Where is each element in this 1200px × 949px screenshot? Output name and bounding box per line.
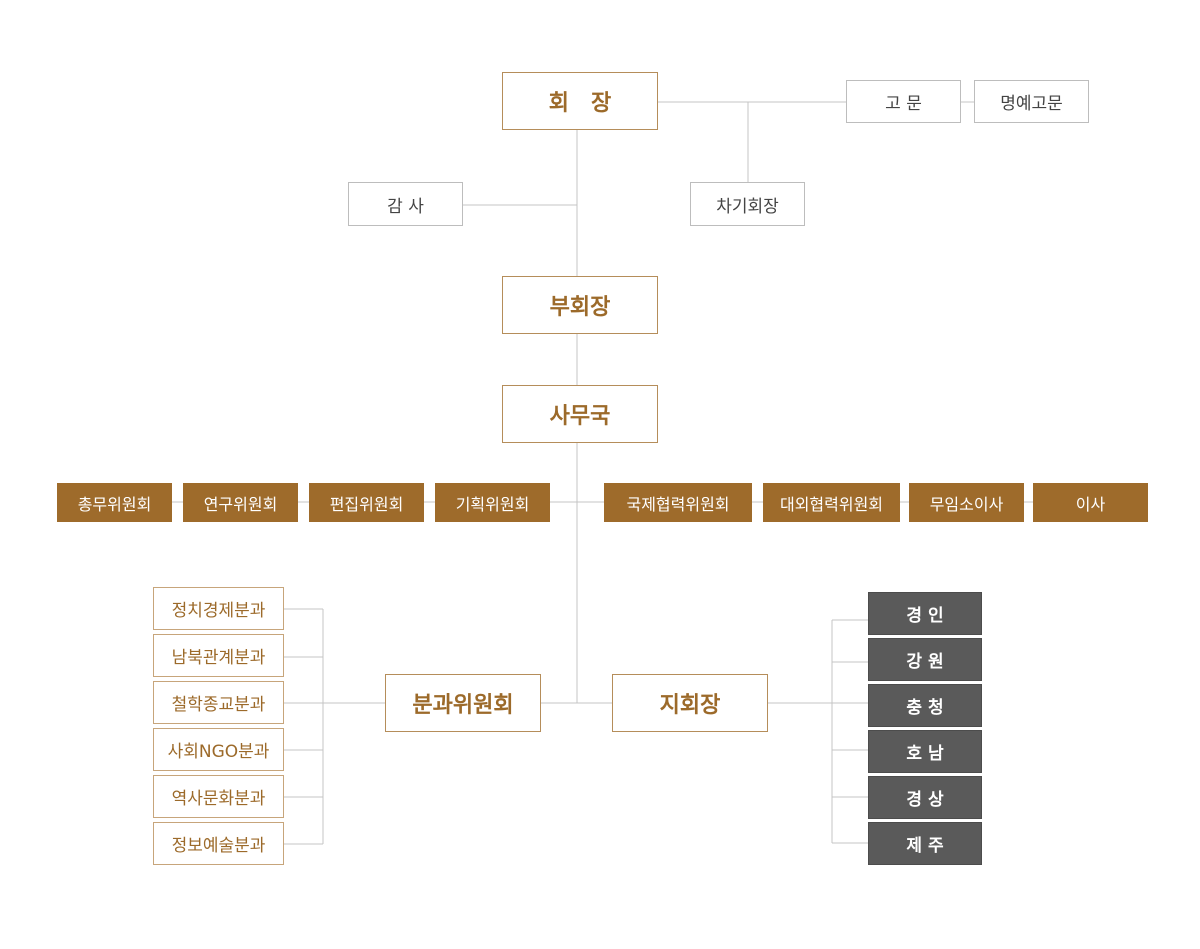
branch-gyeongin: 경 인 (868, 592, 982, 635)
vice-chairman-box: 부회장 (502, 276, 658, 334)
director-at-large: 무임소이사 (909, 483, 1024, 522)
division-inter-korean: 남북관계분과 (153, 634, 284, 677)
secretariat-box: 사무국 (502, 385, 658, 443)
committee-external-cooperation: 대외협력위원회 (763, 483, 900, 522)
branch-gyeongsang: 경 상 (868, 776, 982, 819)
division-politics-economics: 정치경제분과 (153, 587, 284, 630)
committee-editorial: 편집위원회 (309, 483, 424, 522)
division-committee-box: 분과위원회 (385, 674, 541, 732)
branch-honam: 호 남 (868, 730, 982, 773)
director: 이사 (1033, 483, 1148, 522)
committee-international-cooperation: 국제협력위원회 (604, 483, 752, 522)
advisor-box: 고 문 (846, 80, 961, 123)
auditor-box: 감 사 (348, 182, 463, 226)
division-society-ngo: 사회NGO분과 (153, 728, 284, 771)
next-chairman-box: 차기회장 (690, 182, 805, 226)
division-philosophy-religion: 철학종교분과 (153, 681, 284, 724)
branch-gangwon: 강 원 (868, 638, 982, 681)
chairman-box: 회 장 (502, 72, 658, 130)
branch-chungcheong: 충 청 (868, 684, 982, 727)
committee-general-affairs: 총무위원회 (57, 483, 172, 522)
division-history-culture: 역사문화분과 (153, 775, 284, 818)
division-information-arts: 정보예술분과 (153, 822, 284, 865)
honorary-advisor-box: 명예고문 (974, 80, 1089, 123)
branch-chairman-box: 지회장 (612, 674, 768, 732)
committee-research: 연구위원회 (183, 483, 298, 522)
committee-planning: 기획위원회 (435, 483, 550, 522)
branch-jeju: 제 주 (868, 822, 982, 865)
